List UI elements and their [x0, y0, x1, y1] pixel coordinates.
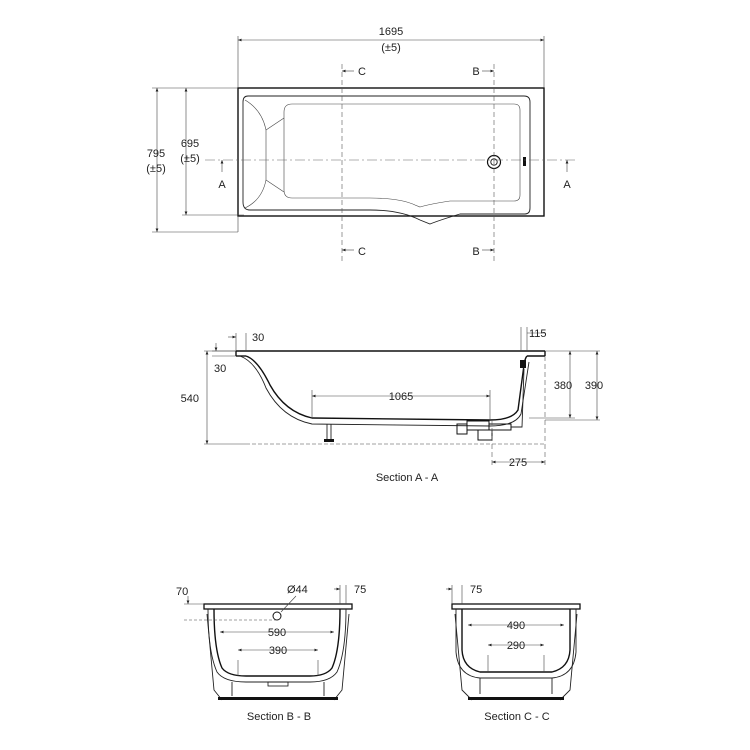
bb-rim-drop: 70 [176, 586, 188, 598]
aa-depth-inner: 380 [554, 380, 572, 392]
section-cc: 75 490 290 Section C - C [446, 584, 581, 723]
plan-width-inner-tol: (±5) [180, 153, 199, 165]
aa-height: 540 [181, 393, 199, 405]
bb-bowl [213, 608, 341, 677]
aa-rim-right: 115 [529, 328, 547, 340]
plan-section-a-left: A [218, 179, 226, 191]
bath-profile [245, 355, 528, 421]
section-aa: 30 30 540 1065 115 380 390 275 Section A… [181, 327, 603, 484]
aa-depth-outer: 390 [585, 380, 603, 392]
plan-length-tol: (±5) [381, 42, 400, 54]
plan-section-c-top: C [358, 66, 366, 78]
plan-section-b-top: B [472, 66, 479, 78]
aa-caption: Section A - A [376, 472, 439, 484]
cc-bowl [461, 609, 571, 673]
plan-section-b-bottom: B [472, 246, 479, 258]
section-bb: 70 Ø44 75 590 390 Section B - B [176, 584, 366, 723]
plan-length: 1695 [379, 26, 403, 38]
plan-view: 1695 (±5) 795 (±5) 695 (±5) A A C C B B [146, 26, 575, 262]
plan-width-inner: 695 [181, 138, 199, 150]
bath-floor [283, 103, 521, 208]
plan-section-a-right: A [563, 179, 571, 191]
aa-floor-length: 1065 [389, 391, 413, 403]
plan-section-c-bottom: C [358, 246, 366, 258]
plan-width-outer-tol: (±5) [146, 163, 165, 175]
cc-floor-width: 290 [507, 640, 525, 652]
waste-trap [456, 360, 526, 441]
aa-waste-offset: 275 [509, 457, 527, 469]
bb-top-width: 590 [268, 627, 286, 639]
bath-bowl [242, 95, 531, 225]
bb-caption: Section B - B [247, 711, 311, 723]
aa-rim-height: 30 [214, 363, 226, 375]
bb-rim-width: 75 [354, 584, 366, 596]
bb-overflow: Ø44 [287, 584, 308, 596]
plan-width-outer: 795 [147, 148, 165, 160]
bb-floor-width: 390 [269, 645, 287, 657]
cc-top-width: 490 [507, 620, 525, 632]
cc-caption: Section C - C [484, 711, 549, 723]
bath-outline [237, 87, 545, 217]
bb-overflow-icon [272, 611, 282, 621]
aa-rim-width: 30 [252, 332, 264, 344]
cc-rim-width: 75 [470, 584, 482, 596]
